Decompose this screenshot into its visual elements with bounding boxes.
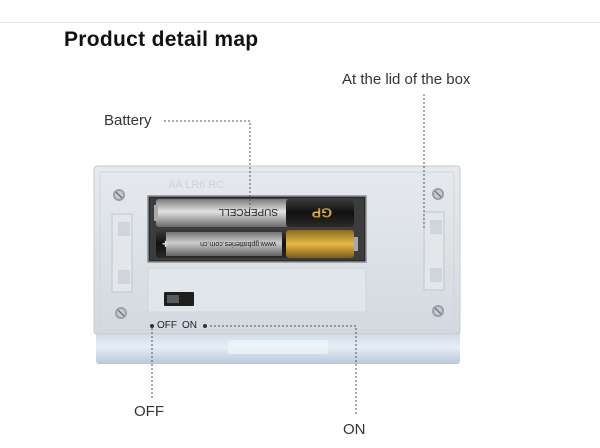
off-callout-label: OFF [134, 403, 164, 420]
battery-cell-bottom: www.gpbatteries.com.cn + [156, 230, 358, 258]
svg-text:www.gpbatteries.com.cn: www.gpbatteries.com.cn [200, 240, 277, 247]
switch-on-label: ON [182, 320, 197, 331]
switch-off-label: OFF [157, 320, 177, 331]
screw-bottom-left [115, 307, 127, 319]
leader-lines [151, 94, 425, 416]
housing-emboss: AA LR6 RC [168, 179, 224, 191]
battery-label: Battery [104, 112, 152, 129]
off-marker-dot [150, 324, 154, 328]
page-title: Product detail map [64, 28, 259, 51]
svg-text:+: + [162, 237, 169, 251]
on-callout-label: ON [343, 421, 366, 438]
screw-top-right [432, 188, 444, 200]
right-clip-notch-2 [430, 268, 442, 282]
power-switch [164, 292, 194, 306]
svg-text:GP: GP [312, 205, 332, 221]
base-tab [228, 340, 328, 354]
lid-label: At the lid of the box [342, 71, 471, 88]
screw-top-left [113, 189, 125, 201]
screw-bottom-right [432, 305, 444, 317]
right-clip-notch [430, 220, 442, 234]
left-clip-notch [118, 222, 130, 236]
housing-inner-edge [99, 171, 455, 331]
on-marker-dot [203, 324, 207, 328]
svg-text:SUPERCELL: SUPERCELL [218, 206, 278, 217]
left-clip-notch-2 [118, 270, 130, 284]
top-divider [0, 22, 600, 23]
battery-cell-top: GP SUPERCELL [154, 199, 354, 227]
